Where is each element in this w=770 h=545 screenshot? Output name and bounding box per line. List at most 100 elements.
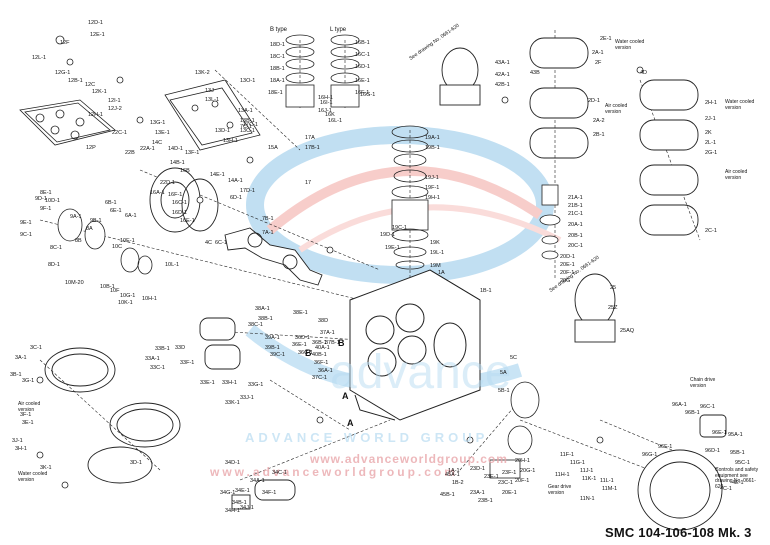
part-label: 11F-1 <box>560 452 574 458</box>
part-label: 16B <box>180 168 190 174</box>
marker-a-2: A <box>347 418 354 428</box>
part-label: 16H-1 <box>318 95 333 101</box>
part-label: 16E-1 <box>180 218 195 224</box>
part-label: 4D <box>640 70 648 76</box>
part-label: 3E-1 <box>22 420 34 426</box>
part-label: 20A-1 <box>568 222 583 228</box>
oil-strainer <box>199 317 296 510</box>
part-label: 22D-1 <box>160 180 175 186</box>
part-label: 4E-1 <box>732 480 744 486</box>
part-label: 2A-1 <box>592 50 604 56</box>
part-label: 7C-1 <box>240 124 252 130</box>
part-label: 10K-1 <box>118 300 133 306</box>
part-label: 36D-1 <box>295 335 310 341</box>
part-label: 2K <box>705 130 712 136</box>
part-label: 1A-1 <box>448 468 460 474</box>
part-label: 12E-1 <box>90 32 105 38</box>
part-label: 13J <box>205 88 214 94</box>
part-label: 7B-1 <box>262 216 274 222</box>
part-label: 14B-1 <box>170 160 185 166</box>
part-label: 23C-1 <box>498 480 513 486</box>
part-label: 5B-1 <box>498 388 510 394</box>
part-label: 43A-1 <box>495 60 510 66</box>
part-label: 33G-1 <box>248 382 264 388</box>
part-label: 4C <box>205 240 213 246</box>
part-label: 15A <box>268 145 278 151</box>
part-label: 10B-1 <box>100 284 115 290</box>
part-label: 12G-1 <box>55 70 71 76</box>
part-label: 34B-1 <box>232 500 247 506</box>
part-label: 25Z <box>608 305 618 311</box>
part-label: 11M-1 <box>602 486 618 492</box>
part-label: 3D-1 <box>130 460 142 466</box>
part-label: 3J-1 <box>12 438 23 444</box>
part-label: 20E-1 <box>502 490 517 496</box>
part-label: 10G-1 <box>120 293 136 299</box>
part-label: 1B-2 <box>452 480 464 486</box>
part-label: 36C-1 <box>298 350 313 356</box>
suction-filter-right <box>574 273 616 343</box>
part-label: 33J-1 <box>240 395 254 401</box>
fasteners <box>36 35 644 489</box>
part-label: 16B-1 <box>355 40 370 46</box>
part-label: 16D-1 <box>172 210 187 216</box>
note-chain-drive: Chain drive version <box>690 377 716 389</box>
part-label: 22B <box>125 150 135 156</box>
part-label: 19C-1 <box>392 225 407 231</box>
part-label: 13G-1 <box>150 120 166 126</box>
part-label: 13A-1 <box>238 108 253 114</box>
part-label: 9A-1 <box>70 214 82 220</box>
part-label: 34J-1 <box>240 505 254 511</box>
part-label: 19A-1 <box>425 135 440 141</box>
part-label: 25AQ <box>620 328 635 334</box>
part-label: 18D-1 <box>270 42 285 48</box>
part-label: 14D-1 <box>168 146 183 152</box>
part-label: 23F-1 <box>502 470 517 476</box>
part-label: 10H-1 <box>142 296 157 302</box>
part-label: 34H-1 <box>225 508 240 514</box>
part-label: 10C <box>112 244 123 250</box>
part-label: 16A-1 <box>150 190 165 196</box>
part-label: 2L-1 <box>705 140 717 146</box>
part-label: 17D-1 <box>240 188 255 194</box>
part-label: 23D-1 <box>470 466 485 472</box>
suction-filter-top <box>439 47 481 106</box>
part-label: 13F-1 <box>185 150 200 156</box>
part-label: 96F-1 <box>658 444 673 450</box>
part-label: 13L-1 <box>205 97 220 103</box>
part-label: 14C <box>152 140 163 146</box>
part-label: 20E-1 <box>560 262 575 268</box>
crankcase-housing <box>349 269 481 421</box>
part-label: 16F-1 <box>168 192 183 198</box>
part-label: 19F-1 <box>425 185 440 191</box>
part-label: 95B-1 <box>730 450 745 456</box>
part-label: 8C-1 <box>50 245 62 251</box>
part-label: 21C-1 <box>568 211 583 217</box>
part-label: 20F-1 <box>560 270 575 276</box>
part-label: 16C-1 <box>172 200 187 206</box>
note-water-cooled-top: Water cooled version <box>615 39 645 51</box>
watermark-tagline: ADVANCE WORLD GROUP <box>245 430 489 445</box>
part-label: 33D <box>175 345 186 351</box>
part-label: 16I-1 <box>320 100 333 106</box>
part-label: 16C-1 <box>355 52 370 58</box>
watermark-url-1: www.advanceworldgroup.com <box>310 452 508 466</box>
part-label: 33K-1 <box>225 400 240 406</box>
part-label: 19B-1 <box>425 145 440 151</box>
part-label: 13K-2 <box>195 70 210 76</box>
marker-b-1: B <box>338 338 345 348</box>
part-label: 2C-1 <box>705 228 717 234</box>
part-label: 18C-1 <box>270 54 285 60</box>
part-label: 19D-1 <box>380 232 395 238</box>
part-label: 11G-1 <box>570 460 585 466</box>
assembly-axes <box>39 30 721 481</box>
part-label: 96G-1 <box>642 452 658 458</box>
part-label: 10F <box>110 288 120 294</box>
part-label: 33E-1 <box>200 380 215 386</box>
valve-stack-center <box>391 125 429 270</box>
part-label: 8E-1 <box>40 190 52 196</box>
part-label: 2J-1 <box>705 116 716 122</box>
part-label: 5C <box>510 355 518 361</box>
